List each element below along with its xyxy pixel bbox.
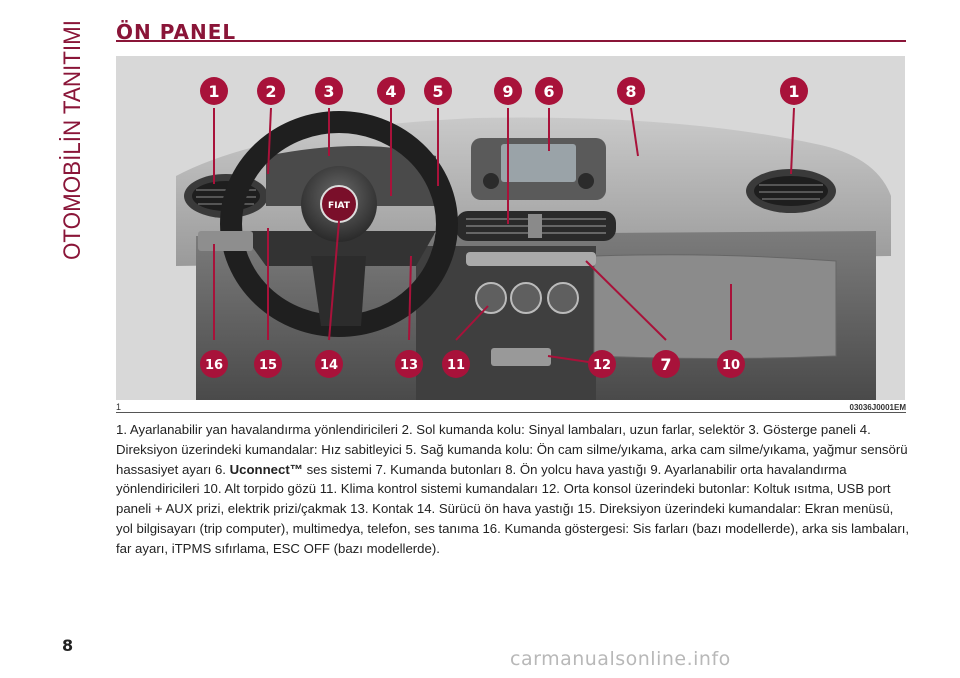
svg-text:5: 5 xyxy=(432,82,443,101)
callout-9: 9 xyxy=(494,77,522,105)
center-vents xyxy=(456,211,616,241)
svg-text:14: 14 xyxy=(320,358,338,373)
svg-text:13: 13 xyxy=(400,358,418,373)
infotainment-unit xyxy=(471,138,606,200)
figure-rule xyxy=(116,412,906,413)
dashboard-figure: FIAT 1 2 3 4 5 9 6 xyxy=(116,56,905,400)
svg-text:15: 15 xyxy=(259,358,277,373)
callout-3: 3 xyxy=(315,77,343,105)
console-buttons xyxy=(491,348,551,366)
callout-6: 6 xyxy=(535,77,563,105)
callout-4: 4 xyxy=(377,77,405,105)
side-chapter-title: OTOMOBİLİN TANITIMI xyxy=(52,10,92,260)
svg-text:6: 6 xyxy=(543,82,554,101)
callout-1-right: 1 xyxy=(780,77,808,105)
callout-13: 13 xyxy=(395,350,423,378)
svg-text:10: 10 xyxy=(722,358,740,373)
svg-text:1: 1 xyxy=(208,82,219,101)
caption-part-2: ses sistemi 7. Kumanda butonları 8. Ön y… xyxy=(116,461,910,556)
callout-5: 5 xyxy=(424,77,452,105)
caption-bold-uconnect: Uconnect™ xyxy=(229,461,303,477)
svg-text:9: 9 xyxy=(502,82,513,101)
control-buttons-strip xyxy=(466,252,596,266)
svg-text:16: 16 xyxy=(205,358,223,373)
steering-wheel: FIAT xyxy=(220,111,458,337)
callout-2: 2 xyxy=(257,77,285,105)
caption-part-1: 1. Ayarlanabilir yan havalandırma yönlen… xyxy=(116,422,908,477)
right-side-vent xyxy=(746,169,836,213)
callout-1-left: 1 xyxy=(200,77,228,105)
callout-7: 7 xyxy=(652,350,680,378)
svg-text:11: 11 xyxy=(447,358,465,373)
callout-12: 12 xyxy=(588,350,616,378)
svg-text:3: 3 xyxy=(323,82,334,101)
svg-text:12: 12 xyxy=(593,358,611,373)
callout-16: 16 xyxy=(200,350,228,378)
svg-text:2: 2 xyxy=(265,82,276,101)
svg-text:1: 1 xyxy=(788,82,799,101)
figure-code: 03036J0001EM xyxy=(849,403,907,412)
figure-number: 1 xyxy=(116,402,122,412)
callout-8: 8 xyxy=(617,77,645,105)
climate-controls xyxy=(475,282,579,314)
svg-text:7: 7 xyxy=(660,355,671,374)
page-number: 8 xyxy=(62,636,74,655)
fiat-logo-text: FIAT xyxy=(328,201,351,211)
watermark: carmanualsonline.info xyxy=(510,648,731,670)
lights-switch-panel xyxy=(198,231,253,251)
callout-10: 10 xyxy=(717,350,745,378)
dashboard-illustration: FIAT 1 2 3 4 5 9 6 xyxy=(116,56,905,400)
svg-text:4: 4 xyxy=(385,82,396,101)
callout-15: 15 xyxy=(254,350,282,378)
title-rule xyxy=(116,40,906,42)
side-chapter-title-text: OTOMOBİLİN TANITIMI xyxy=(59,20,86,260)
callout-11: 11 xyxy=(442,350,470,378)
callout-14: 14 xyxy=(315,350,343,378)
figure-caption: 1. Ayarlanabilir yan havalandırma yönlen… xyxy=(116,420,911,559)
svg-text:8: 8 xyxy=(625,82,636,101)
